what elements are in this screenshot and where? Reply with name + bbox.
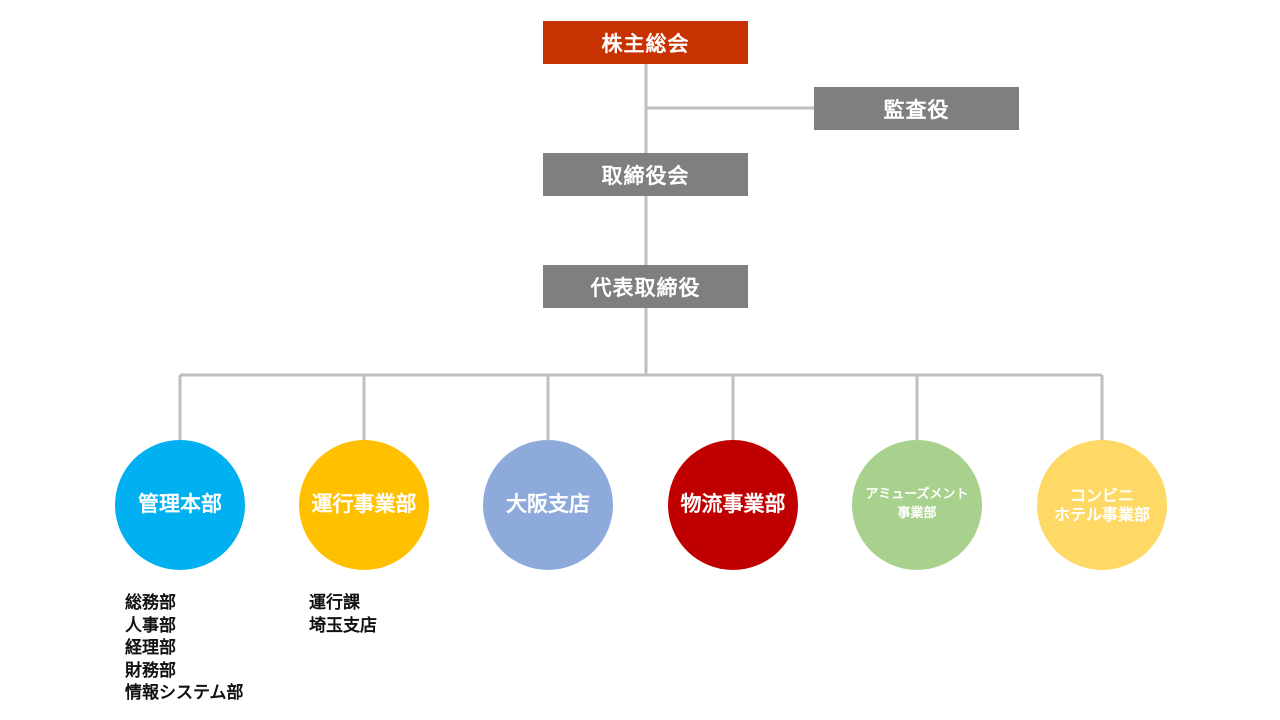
department-convenience-hotel: コンビニ ホテル事業部	[1037, 440, 1167, 570]
shareholders-meeting-label: 株主総会	[601, 31, 690, 56]
subdepartment-item: 人事部	[125, 615, 176, 636]
department-osaka: 大阪支店	[483, 440, 613, 570]
department-label-line1: コンビニ	[1069, 485, 1134, 505]
department-amusement: アミューズメント 事業部	[852, 440, 982, 570]
subdepartment-item: 埼玉支店	[309, 615, 377, 636]
department-label-line1: アミューズメント	[865, 487, 969, 503]
department-label: 物流事業部	[680, 492, 786, 517]
board-of-directors-box: 取締役会	[543, 153, 748, 196]
department-admin: 管理本部	[115, 440, 245, 570]
subdepartment-item: 財務部	[125, 660, 176, 681]
representative-director-label: 代表取締役	[590, 275, 701, 300]
department-label-line2: 事業部	[897, 506, 937, 521]
subdepartment-item: 経理部	[125, 638, 176, 658]
department-label-line2: ホテル事業部	[1053, 505, 1150, 524]
board-of-directors-label: 取締役会	[601, 163, 690, 188]
operations-subdepartment-list: 運行課 埼玉支店	[309, 592, 377, 637]
department-logistics: 物流事業部	[668, 440, 798, 570]
subdepartment-item: 総務部	[125, 593, 176, 613]
subdepartment-item: 運行課	[309, 593, 360, 613]
department-operations: 運行事業部	[299, 440, 429, 570]
subdepartment-item: 情報システム部	[125, 683, 244, 703]
department-label: 運行事業部	[311, 492, 417, 517]
admin-subdepartment-list: 総務部 人事部 経理部 財務部 情報システム部	[125, 592, 244, 705]
shareholders-meeting-box: 株主総会	[543, 21, 748, 64]
auditor-box: 監査役	[814, 87, 1019, 130]
representative-director-box: 代表取締役	[543, 265, 748, 308]
department-label: 管理本部	[138, 492, 222, 517]
department-label: 大阪支店	[506, 492, 590, 517]
auditor-label: 監査役	[883, 97, 950, 122]
